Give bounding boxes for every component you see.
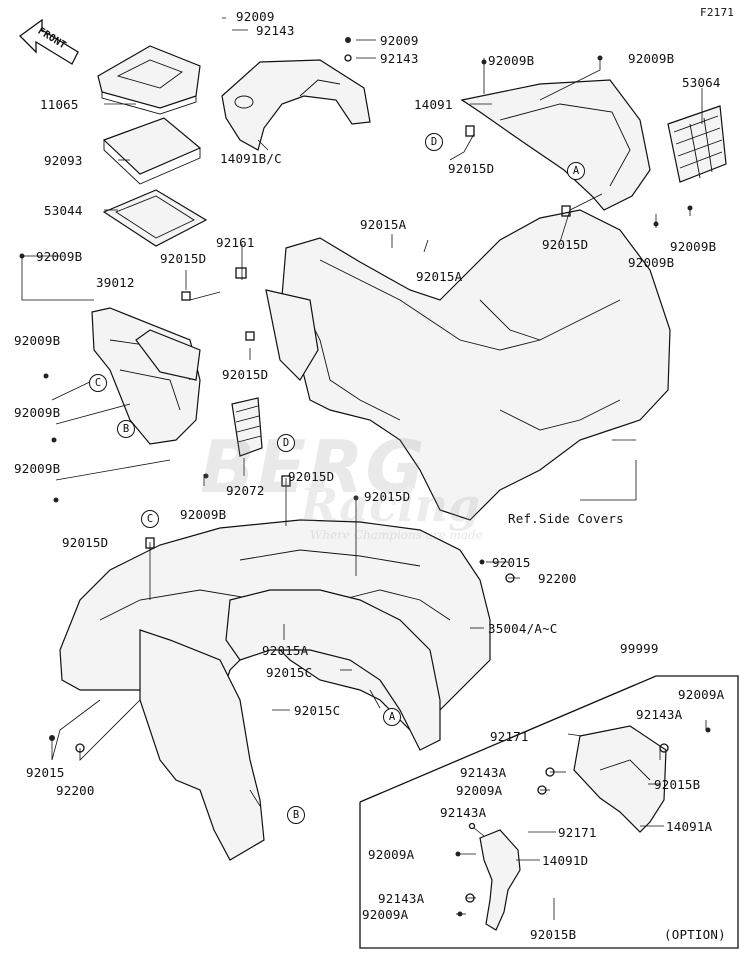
part-39012-shape: [91, 307, 201, 445]
label-92143-top[interactable]: 92143: [256, 23, 295, 38]
callout-c-left[interactable]: C: [89, 374, 107, 392]
label-92009a-c[interactable]: 92009A: [368, 847, 415, 862]
part-53064-shape: [667, 105, 727, 183]
label-92015d-left[interactable]: 92015D: [160, 251, 207, 266]
label-92093[interactable]: 92093: [44, 153, 83, 168]
label-92009a-d[interactable]: 92009A: [362, 907, 409, 922]
label-92015c-a[interactable]: 92015C: [266, 665, 313, 680]
label-92200-right[interactable]: 92200: [538, 571, 577, 586]
label-92009b-g[interactable]: 92009B: [14, 461, 61, 476]
callout-b-bottom[interactable]: B: [287, 806, 305, 824]
fasteners: [19, 37, 711, 917]
label-92015a-b[interactable]: 92015A: [416, 269, 463, 284]
part-53044-shape: [102, 189, 208, 247]
callout-d-mid[interactable]: D: [277, 434, 295, 452]
part-92093-shape: [102, 117, 202, 185]
label-92009b-left[interactable]: 92009B: [36, 249, 83, 264]
front-fender-shape: [265, 209, 671, 521]
label-92015d-bottom[interactable]: 92015D: [62, 535, 109, 550]
label-92009-top[interactable]: 92009: [236, 9, 275, 24]
label-92009a-a[interactable]: 92009A: [678, 687, 725, 702]
label-11065[interactable]: 11065: [40, 97, 79, 112]
part-35004-shape: [59, 519, 491, 861]
label-92015b-a[interactable]: 92015B: [654, 777, 701, 792]
label-14091a[interactable]: 14091A: [666, 819, 713, 834]
label-53044[interactable]: 53044: [44, 203, 83, 218]
label-92015-left[interactable]: 92015: [26, 765, 65, 780]
callout-a-top[interactable]: A: [567, 162, 585, 180]
label-92009b-b[interactable]: 92009B: [628, 51, 675, 66]
label-35004[interactable]: 35004/A~C: [488, 621, 558, 636]
label-92015a-a[interactable]: 92015A: [360, 217, 407, 232]
part-14091d-shape: [479, 829, 521, 931]
label-92009b-a[interactable]: 92009B: [488, 53, 535, 68]
label-99999[interactable]: 99999: [620, 641, 659, 656]
callout-b-left[interactable]: B: [117, 420, 135, 438]
callout-c-bottom[interactable]: C: [141, 510, 159, 528]
label-14091[interactable]: 14091: [414, 97, 453, 112]
label-92015a-c[interactable]: 92015A: [262, 643, 309, 658]
figure-code: F2171: [700, 6, 735, 19]
label-53064[interactable]: 53064: [682, 75, 721, 90]
part-14091bc-shape: [221, 59, 371, 151]
label-92015d-mid[interactable]: 92015D: [222, 367, 269, 382]
label-92143a-b[interactable]: 92143A: [460, 765, 507, 780]
front-arrow-icon: [19, 18, 79, 65]
ref-side-covers[interactable]: Ref.Side Covers: [508, 511, 624, 526]
option-box: [359, 675, 739, 949]
label-39012[interactable]: 39012: [96, 275, 135, 290]
label-92015d-center2[interactable]: 92015D: [364, 489, 411, 504]
label-92171-b[interactable]: 92171: [558, 825, 597, 840]
label-92161[interactable]: 92161: [216, 235, 255, 250]
label-92009b-e[interactable]: 92009B: [14, 333, 61, 348]
label-92015d-top[interactable]: 92015D: [448, 161, 495, 176]
label-92143-right[interactable]: 92143: [380, 51, 419, 66]
part-11065-shape: [97, 45, 201, 115]
label-92143a-c[interactable]: 92143A: [440, 805, 487, 820]
label-92171-a[interactable]: 92171: [490, 729, 529, 744]
label-92009b-f[interactable]: 92009B: [14, 405, 61, 420]
label-92015d-right[interactable]: 92015D: [542, 237, 589, 252]
label-92143a-a[interactable]: 92143A: [636, 707, 683, 722]
label-92015d-center[interactable]: 92015D: [288, 469, 335, 484]
callout-d-top[interactable]: D: [425, 133, 443, 151]
label-92143a-d[interactable]: 92143A: [378, 891, 425, 906]
label-92009-right[interactable]: 92009: [380, 33, 419, 48]
callout-a-bottom[interactable]: A: [383, 708, 401, 726]
label-14091d[interactable]: 14091D: [542, 853, 589, 868]
label-92015b-b[interactable]: 92015B: [530, 927, 577, 942]
label-92200-left[interactable]: 92200: [56, 783, 95, 798]
part-14091-shape: [460, 79, 651, 211]
option-label[interactable]: (OPTION): [664, 927, 726, 942]
label-92072[interactable]: 92072: [226, 483, 265, 498]
part-14091a-shape: [573, 725, 667, 833]
label-92015c-b[interactable]: 92015C: [294, 703, 341, 718]
part-92072-shape: [231, 397, 263, 457]
label-92015-right[interactable]: 92015: [492, 555, 531, 570]
label-92009b-d[interactable]: 92009B: [628, 255, 675, 270]
label-92009b-h[interactable]: 92009B: [180, 507, 227, 522]
label-92009a-b[interactable]: 92009A: [456, 783, 503, 798]
label-14091bc[interactable]: 14091B/C: [220, 151, 282, 166]
label-92009b-c[interactable]: 92009B: [670, 239, 717, 254]
